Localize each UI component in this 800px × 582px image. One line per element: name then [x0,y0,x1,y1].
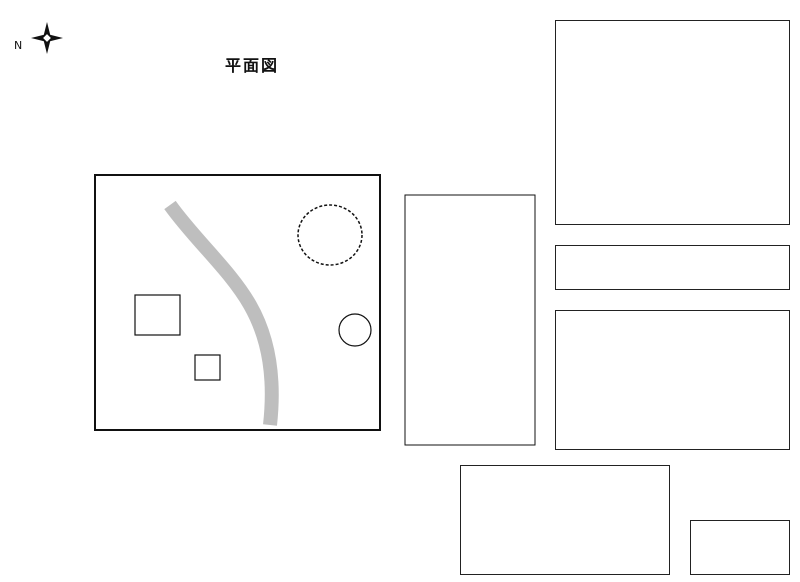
sandbox [194,354,221,381]
mound [297,204,363,266]
quantity-table [555,20,790,225]
title-block [690,520,790,575]
secondary-table [555,245,790,290]
lawn-table [460,465,670,575]
curved-path [164,200,279,426]
play-structure [134,294,181,336]
site-boundary [94,174,381,431]
tree-canopy [338,313,372,347]
planting-table [555,310,790,450]
north-marker-label: N [14,39,23,52]
sheet-title: 平面図 [225,56,280,75]
station-side-outline [404,194,536,446]
north-arrow-icon [31,22,63,54]
